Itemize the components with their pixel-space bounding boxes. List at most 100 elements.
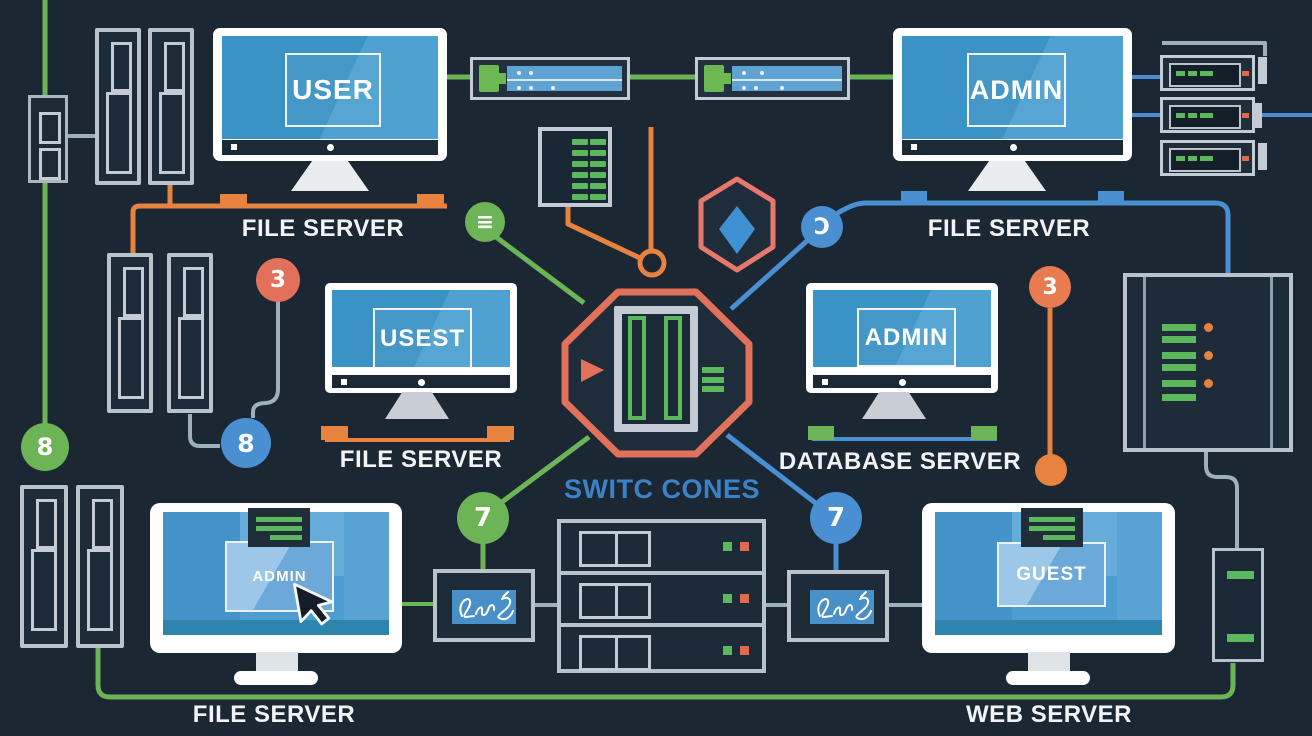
code-line (270, 535, 302, 540)
led-green (590, 172, 606, 178)
led-green (1188, 156, 1197, 161)
orange-tab (321, 426, 348, 440)
server-unit (561, 523, 762, 575)
led-green (723, 594, 732, 603)
server-cabinet (1123, 273, 1293, 452)
blue-tab (901, 191, 927, 205)
tower-slot (87, 549, 113, 631)
badge-green-7: 7 (457, 492, 509, 544)
led-green (1200, 156, 1213, 161)
led-bar (1227, 634, 1254, 642)
orange-tab (487, 426, 514, 440)
orange-ring-node (637, 248, 667, 278)
monitor-chin (902, 140, 1123, 155)
caption-web-server: WEB SERVER (966, 701, 1132, 728)
led-green (572, 183, 588, 189)
led-bar (1162, 352, 1196, 359)
led-green (572, 150, 588, 156)
led-green (590, 194, 606, 200)
caption-database-server: DATABASE SERVER (778, 448, 1022, 475)
tower-slot (36, 499, 57, 549)
network-switch (695, 57, 850, 100)
led-green (1176, 156, 1185, 161)
line-blue-diag-upright (729, 238, 810, 311)
menu-bar-icon (702, 386, 724, 392)
led-green (1200, 71, 1213, 76)
monitor-usest: USEST (325, 283, 517, 393)
drive-bays (579, 635, 651, 671)
monitor-admin-top: ADMIN (893, 28, 1132, 161)
rack-unit (1160, 97, 1255, 133)
server-tower (148, 28, 194, 185)
signature-scribble-icon (817, 591, 872, 621)
orange-node (1035, 454, 1067, 486)
switch-row (507, 78, 622, 94)
tower-slot (164, 42, 185, 92)
led-green (723, 646, 732, 655)
switch-port-icon (479, 65, 506, 92)
rack-panel (1169, 148, 1241, 172)
led-green (590, 150, 606, 156)
green-tab (808, 426, 834, 440)
line-orange-rail-topleft (130, 203, 447, 255)
led-green (590, 183, 606, 189)
monitor-neck (256, 652, 298, 674)
monitor-admin-db: ADMIN (806, 283, 998, 393)
led-green (572, 139, 588, 145)
status-dot (1204, 323, 1213, 332)
line-gray-cabinet-tower (1204, 452, 1239, 548)
led-red (1242, 71, 1249, 76)
window-label-guest: GUEST (997, 542, 1106, 607)
signature-scribble-icon (459, 591, 514, 621)
code-line (256, 526, 302, 531)
tower-slot (178, 317, 204, 399)
green-tab (971, 426, 997, 440)
server-stack (557, 519, 766, 673)
led-green (1176, 71, 1185, 76)
play-icon (581, 359, 604, 382)
tower-slot (31, 549, 57, 631)
led-dot (780, 85, 784, 90)
line-blue-diag-downright (725, 433, 824, 510)
badge-blue-7: 7 (810, 492, 862, 544)
screen-label-usest: USEST (373, 308, 472, 367)
server-tower (20, 485, 68, 648)
menu-bar-icon (702, 377, 724, 383)
monitor-chin (222, 140, 438, 155)
led-dot (517, 85, 521, 90)
terminal-popup (248, 508, 310, 547)
monitor-base (1006, 671, 1090, 685)
monitor-screen: USEST (332, 290, 510, 367)
server-unit (561, 627, 762, 675)
drive-bays (579, 531, 651, 567)
switch-row (507, 66, 622, 79)
status-dot (1204, 351, 1213, 360)
led-bar (1162, 394, 1196, 401)
server-tower (167, 253, 213, 413)
center-title: SWITC CONES (563, 474, 760, 504)
tower-slot (111, 42, 132, 92)
network-switch (470, 57, 630, 100)
caption-file-server-top-right: FILE SERVER (927, 215, 1091, 242)
rack-handle (1255, 103, 1262, 128)
led-bar (1162, 324, 1196, 331)
code-line (1029, 517, 1075, 522)
led-dot (742, 85, 746, 90)
signature-device (787, 570, 889, 642)
server-unit (561, 575, 762, 627)
patch-panel (538, 127, 612, 207)
rack-slot (39, 148, 61, 180)
monitor-chin (332, 375, 510, 388)
line-gray-badge3 (251, 300, 280, 418)
hexagon-node (698, 176, 776, 273)
signature-plate (452, 590, 516, 624)
diamond-icon (719, 206, 755, 254)
led-dot (529, 71, 533, 75)
rack-slot (39, 112, 61, 144)
rail-tabs (220, 57, 1267, 440)
led-bar (1162, 380, 1196, 387)
led-green (1200, 113, 1213, 118)
led-bar (1162, 336, 1196, 343)
switch-panel (507, 66, 622, 91)
